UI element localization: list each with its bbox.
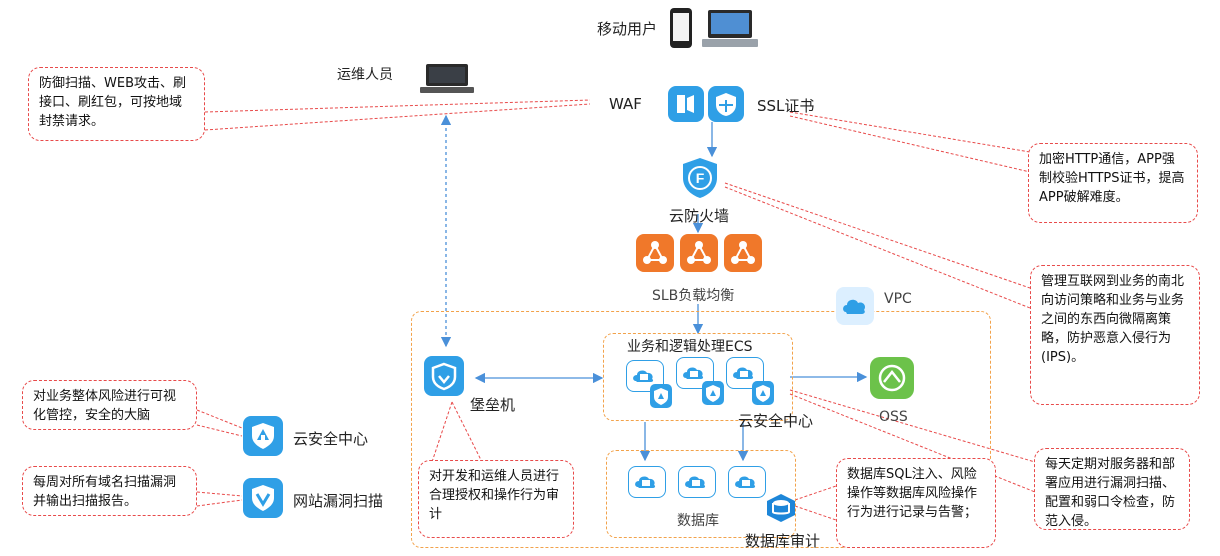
slb-label: SLB负载均衡 [652,288,735,304]
db-audit-note: 数据库SQL注入、风险操作等数据库风险操作行为进行记录与告警； [836,458,996,548]
ecs-agent-3-icon [752,381,774,405]
ops-staff-label: 运维人员 [337,67,393,83]
ssl-icon [708,86,744,122]
vpc-icon [836,287,874,325]
db-server-2-icon [678,466,716,498]
cloud-firewall-icon: F [680,156,720,200]
db-audit-icon [764,492,798,524]
db-server-3-icon [728,466,766,498]
ecs-agent-2-icon [702,381,724,405]
cloud-security-center-icon [243,416,283,456]
ecs-agent-1-icon [650,384,672,408]
cloud-security-center-inner-label: 云安全中心 [738,412,814,430]
bastion-note: 对开发和运维人员进行合理授权和操作行为审计 [418,460,574,538]
db-audit-label: 数据库审计 [745,532,821,550]
phone-icon [670,8,692,48]
cloud-security-center-side-label: 云安全中心 [293,430,369,448]
slb-node-1-icon [636,234,674,272]
ecs-zone [603,333,793,421]
slb-node-3-icon [724,234,762,272]
bastion-icon [424,356,464,396]
waf-label: WAF [609,95,642,113]
firewall-note: 管理互联网到业务的南北向访问策略和业务与业务之间的东西向微隔离策略，防护恶意入侵… [1030,265,1200,405]
waf-note: 防御扫描、WEB攻击、刷接口、刷红包，可按地域封禁请求。 [28,67,205,141]
ssl-label: SSL证书 [757,97,815,115]
ops-laptop-icon [420,64,476,94]
security-center-note: 对业务整体风险进行可视化管控，安全的大脑 [22,380,197,430]
mobile-users-label: 移动用户 [597,20,658,38]
bastion-label: 堡垒机 [470,396,516,414]
database-label: 数据库 [677,513,719,529]
scan-servers-note: 每天定期对服务器和部署应用进行漏洞扫描、配置和弱口令检查，防范入侵。 [1034,448,1190,530]
vpc-zone [411,311,991,548]
laptop-icon [702,10,758,50]
db-server-1-icon [628,466,666,498]
database-zone [606,450,796,538]
business-ecs-label: 业务和逻辑处理ECS [627,339,753,355]
web-vuln-scan-icon [243,478,283,518]
slb-node-2-icon [680,234,718,272]
waf-icon [668,86,704,122]
web-vuln-scan-label: 网站漏洞扫描 [293,492,384,510]
vuln-scan-note: 每周对所有域名扫描漏洞并输出扫描报告。 [22,466,197,516]
ecs-server-2-icon [676,357,714,389]
cloud-firewall-label: 云防火墙 [669,207,730,225]
svg-text:F: F [696,170,705,186]
oss-icon [870,357,914,399]
vpc-label: VPC [884,291,912,307]
ssl-note: 加密HTTP通信，APP强制校验HTTPS证书，提高APP破解难度。 [1028,143,1198,223]
oss-label: OSS [879,409,908,425]
